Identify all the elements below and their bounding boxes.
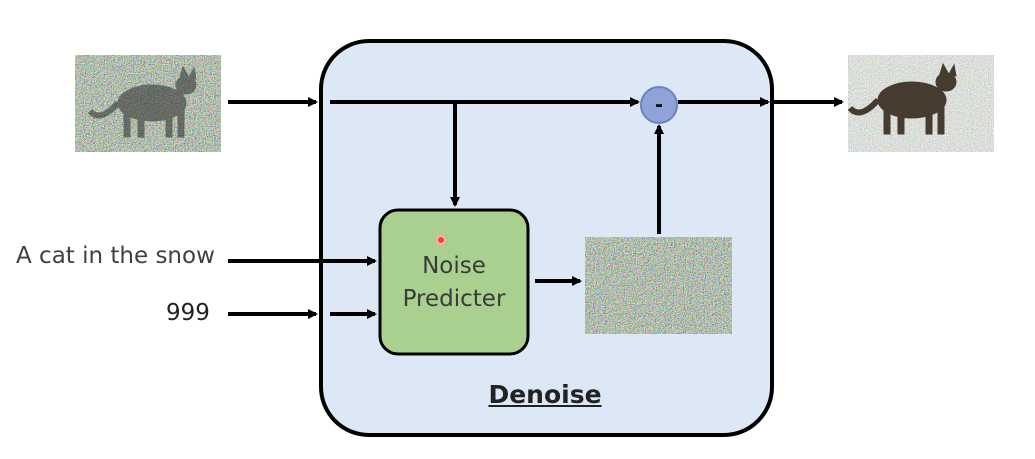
denoise-title: Denoise bbox=[488, 380, 602, 409]
noise-predictor-label: Noise Predicter bbox=[380, 250, 528, 316]
noise-predictor-line2: Predicter bbox=[402, 286, 506, 312]
cursor-dot bbox=[436, 235, 446, 245]
text-prompt-label: A cat in the snow bbox=[16, 243, 215, 269]
timestep-label: 999 bbox=[166, 300, 210, 326]
predicted-noise-image bbox=[585, 237, 732, 334]
subtract-operator bbox=[640, 86, 678, 124]
output-denoised-image bbox=[848, 55, 994, 152]
subtract-label: - bbox=[655, 91, 663, 118]
input-noisy-image bbox=[75, 55, 221, 152]
noise-predictor-block bbox=[378, 208, 530, 356]
noise-predictor-line1: Noise bbox=[422, 253, 486, 279]
